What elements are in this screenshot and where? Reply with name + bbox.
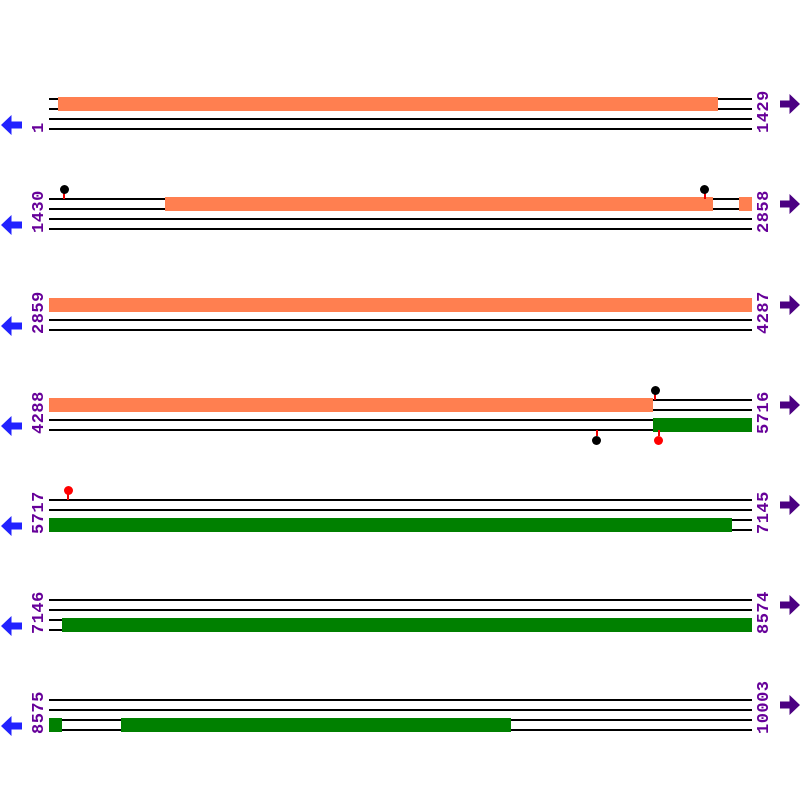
marker-dot-black	[700, 185, 710, 194]
forward-strand-direction-arrow-icon	[780, 295, 800, 315]
forward-strand-line	[49, 609, 752, 611]
marker-stem	[654, 394, 657, 400]
marker-stem	[63, 193, 66, 199]
marker-dot-black	[59, 185, 69, 194]
marker-stem	[67, 494, 70, 500]
feature-orf-2-segment	[165, 197, 713, 211]
forward-strand-direction-arrow-icon	[780, 595, 800, 615]
forward-strand-direction-arrow-icon	[780, 695, 800, 715]
feature-orf-3-segment	[49, 298, 752, 312]
forward-strand-direction-arrow-icon	[780, 395, 800, 415]
feature-orf-5-segment	[61, 618, 752, 632]
reverse-strand-direction-arrow-icon	[1, 316, 22, 336]
forward-strand-line	[49, 599, 752, 601]
reverse-strand-line	[49, 419, 752, 421]
row-end-coordinate-label: 4287	[755, 291, 774, 334]
marker-dot-red	[63, 486, 73, 495]
feature-orf-4-segment	[49, 518, 732, 532]
forward-strand-direction-arrow-icon	[780, 194, 800, 214]
row-start-coordinate-label: 1430	[30, 190, 49, 233]
reverse-strand-direction-arrow-icon	[1, 516, 22, 536]
feature-orf-1-segment	[57, 97, 719, 111]
reverse-strand-line	[49, 128, 752, 130]
marker-dot-black	[650, 386, 660, 395]
marker-stem	[657, 430, 660, 436]
marker-stem	[595, 430, 598, 436]
forward-strand-line	[49, 499, 752, 501]
forward-strand-line	[49, 509, 752, 511]
reverse-strand-direction-arrow-icon	[1, 115, 22, 135]
forward-strand-direction-arrow-icon	[780, 495, 800, 515]
row-end-coordinate-label: 5716	[755, 391, 774, 434]
reverse-strand-line	[49, 118, 752, 120]
reverse-strand-direction-arrow-icon	[1, 215, 22, 235]
row-start-coordinate-label: 5717	[30, 491, 49, 534]
forward-strand-line	[49, 709, 752, 711]
feature-orf-3-segment	[738, 197, 752, 211]
feature-orf-5-segment	[49, 718, 62, 732]
reverse-strand-line	[49, 329, 752, 331]
reverse-strand-line	[49, 429, 752, 431]
reverse-strand-line	[49, 228, 752, 230]
reverse-strand-direction-arrow-icon	[1, 416, 22, 436]
row-start-coordinate-label: 1	[30, 122, 49, 133]
row-end-coordinate-label: 7145	[755, 491, 774, 534]
reverse-strand-line	[49, 218, 752, 220]
feature-orf-6-segment	[120, 718, 512, 732]
feature-orf-3-segment	[49, 398, 653, 412]
marker-dot-red	[654, 436, 664, 445]
marker-dot-black	[592, 436, 602, 445]
row-start-coordinate-label: 4288	[30, 391, 49, 434]
feature-orf-4-segment	[652, 418, 752, 432]
row-end-coordinate-label: 2858	[755, 190, 774, 233]
row-end-coordinate-label: 10003	[755, 680, 774, 734]
forward-strand-direction-arrow-icon	[780, 94, 800, 114]
row-end-coordinate-label: 1429	[755, 90, 774, 133]
reverse-strand-direction-arrow-icon	[1, 616, 22, 636]
marker-stem	[703, 193, 706, 199]
reverse-strand-direction-arrow-icon	[1, 716, 22, 736]
row-start-coordinate-label: 2859	[30, 291, 49, 334]
row-start-coordinate-label: 7146	[30, 591, 49, 634]
row-end-coordinate-label: 8574	[755, 591, 774, 634]
forward-strand-line	[49, 699, 752, 701]
row-start-coordinate-label: 8575	[30, 691, 49, 734]
reverse-strand-line	[49, 319, 752, 321]
